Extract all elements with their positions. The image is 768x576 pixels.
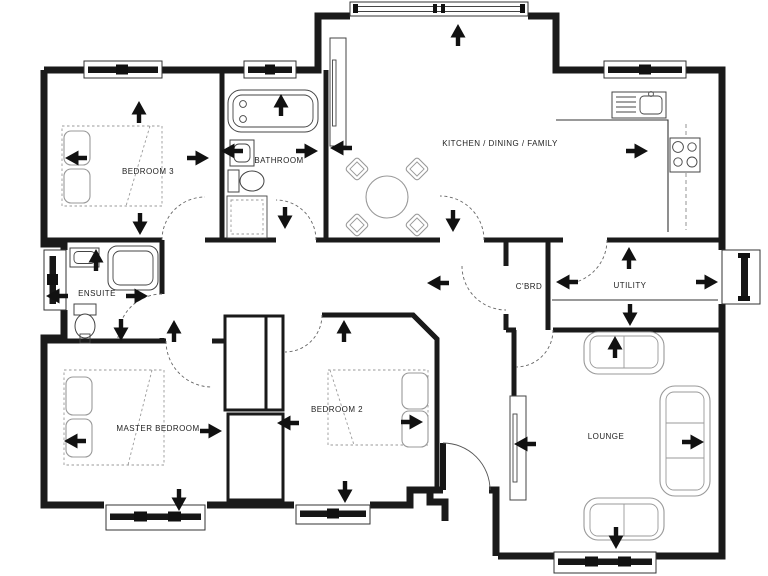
label-kitchen: KITCHEN / DINING / FAMILY <box>442 139 558 148</box>
window-kitchen <box>603 60 687 79</box>
interior-walls <box>44 70 722 490</box>
exterior-walls <box>40 12 726 560</box>
ensuite-toilet <box>73 303 97 344</box>
room-labels: BEDROOM 3 BATHROOM KITCHEN / DINING / FA… <box>78 139 647 441</box>
bed-bedroom3 <box>61 125 163 207</box>
label-master-bedroom: MASTER BEDROOM <box>116 424 199 433</box>
door-utility-external <box>721 249 761 305</box>
label-lounge: LOUNGE <box>588 432 625 441</box>
window-lounge <box>553 551 657 574</box>
label-cupboard: C'BRD <box>516 282 542 291</box>
kitchen-counter <box>556 119 687 232</box>
front-door <box>440 442 491 491</box>
bathtub <box>227 89 319 133</box>
door-utility <box>562 239 608 285</box>
kitchen-sink <box>611 91 667 119</box>
door-ensuite <box>117 293 163 339</box>
airing-cupboard <box>226 195 268 239</box>
window-master-bedroom <box>105 504 206 531</box>
door-lounge <box>515 329 554 368</box>
label-utility: UTILITY <box>614 281 647 290</box>
sofa-top <box>583 331 665 375</box>
built-in-wardrobes <box>223 314 285 502</box>
label-bedroom3: BEDROOM 3 <box>122 167 174 176</box>
window-bedroom2 <box>295 504 371 525</box>
sofa-bottom <box>583 497 665 541</box>
kitchen-tall-unit <box>329 37 347 147</box>
door-bathroom <box>275 199 317 241</box>
window-bedroom3 <box>83 60 163 79</box>
patio-doors-kitchen <box>349 1 529 17</box>
bathroom-toilet <box>227 169 265 193</box>
bed-master <box>63 369 165 466</box>
door-bedroom2 <box>284 314 323 353</box>
label-bathroom: BATHROOM <box>254 156 303 165</box>
ensuite-shower <box>107 245 159 291</box>
door-bedroom3 <box>161 196 206 241</box>
door-cupboard <box>461 265 507 311</box>
door-swings <box>117 195 608 388</box>
door-kitchen <box>439 195 485 241</box>
door-master <box>165 340 213 388</box>
kitchen-hob <box>669 137 701 173</box>
window-bathroom <box>243 60 297 79</box>
dining-table <box>345 157 429 237</box>
label-ensuite: ENSUITE <box>78 289 116 298</box>
label-bedroom2: BEDROOM 2 <box>311 405 363 414</box>
